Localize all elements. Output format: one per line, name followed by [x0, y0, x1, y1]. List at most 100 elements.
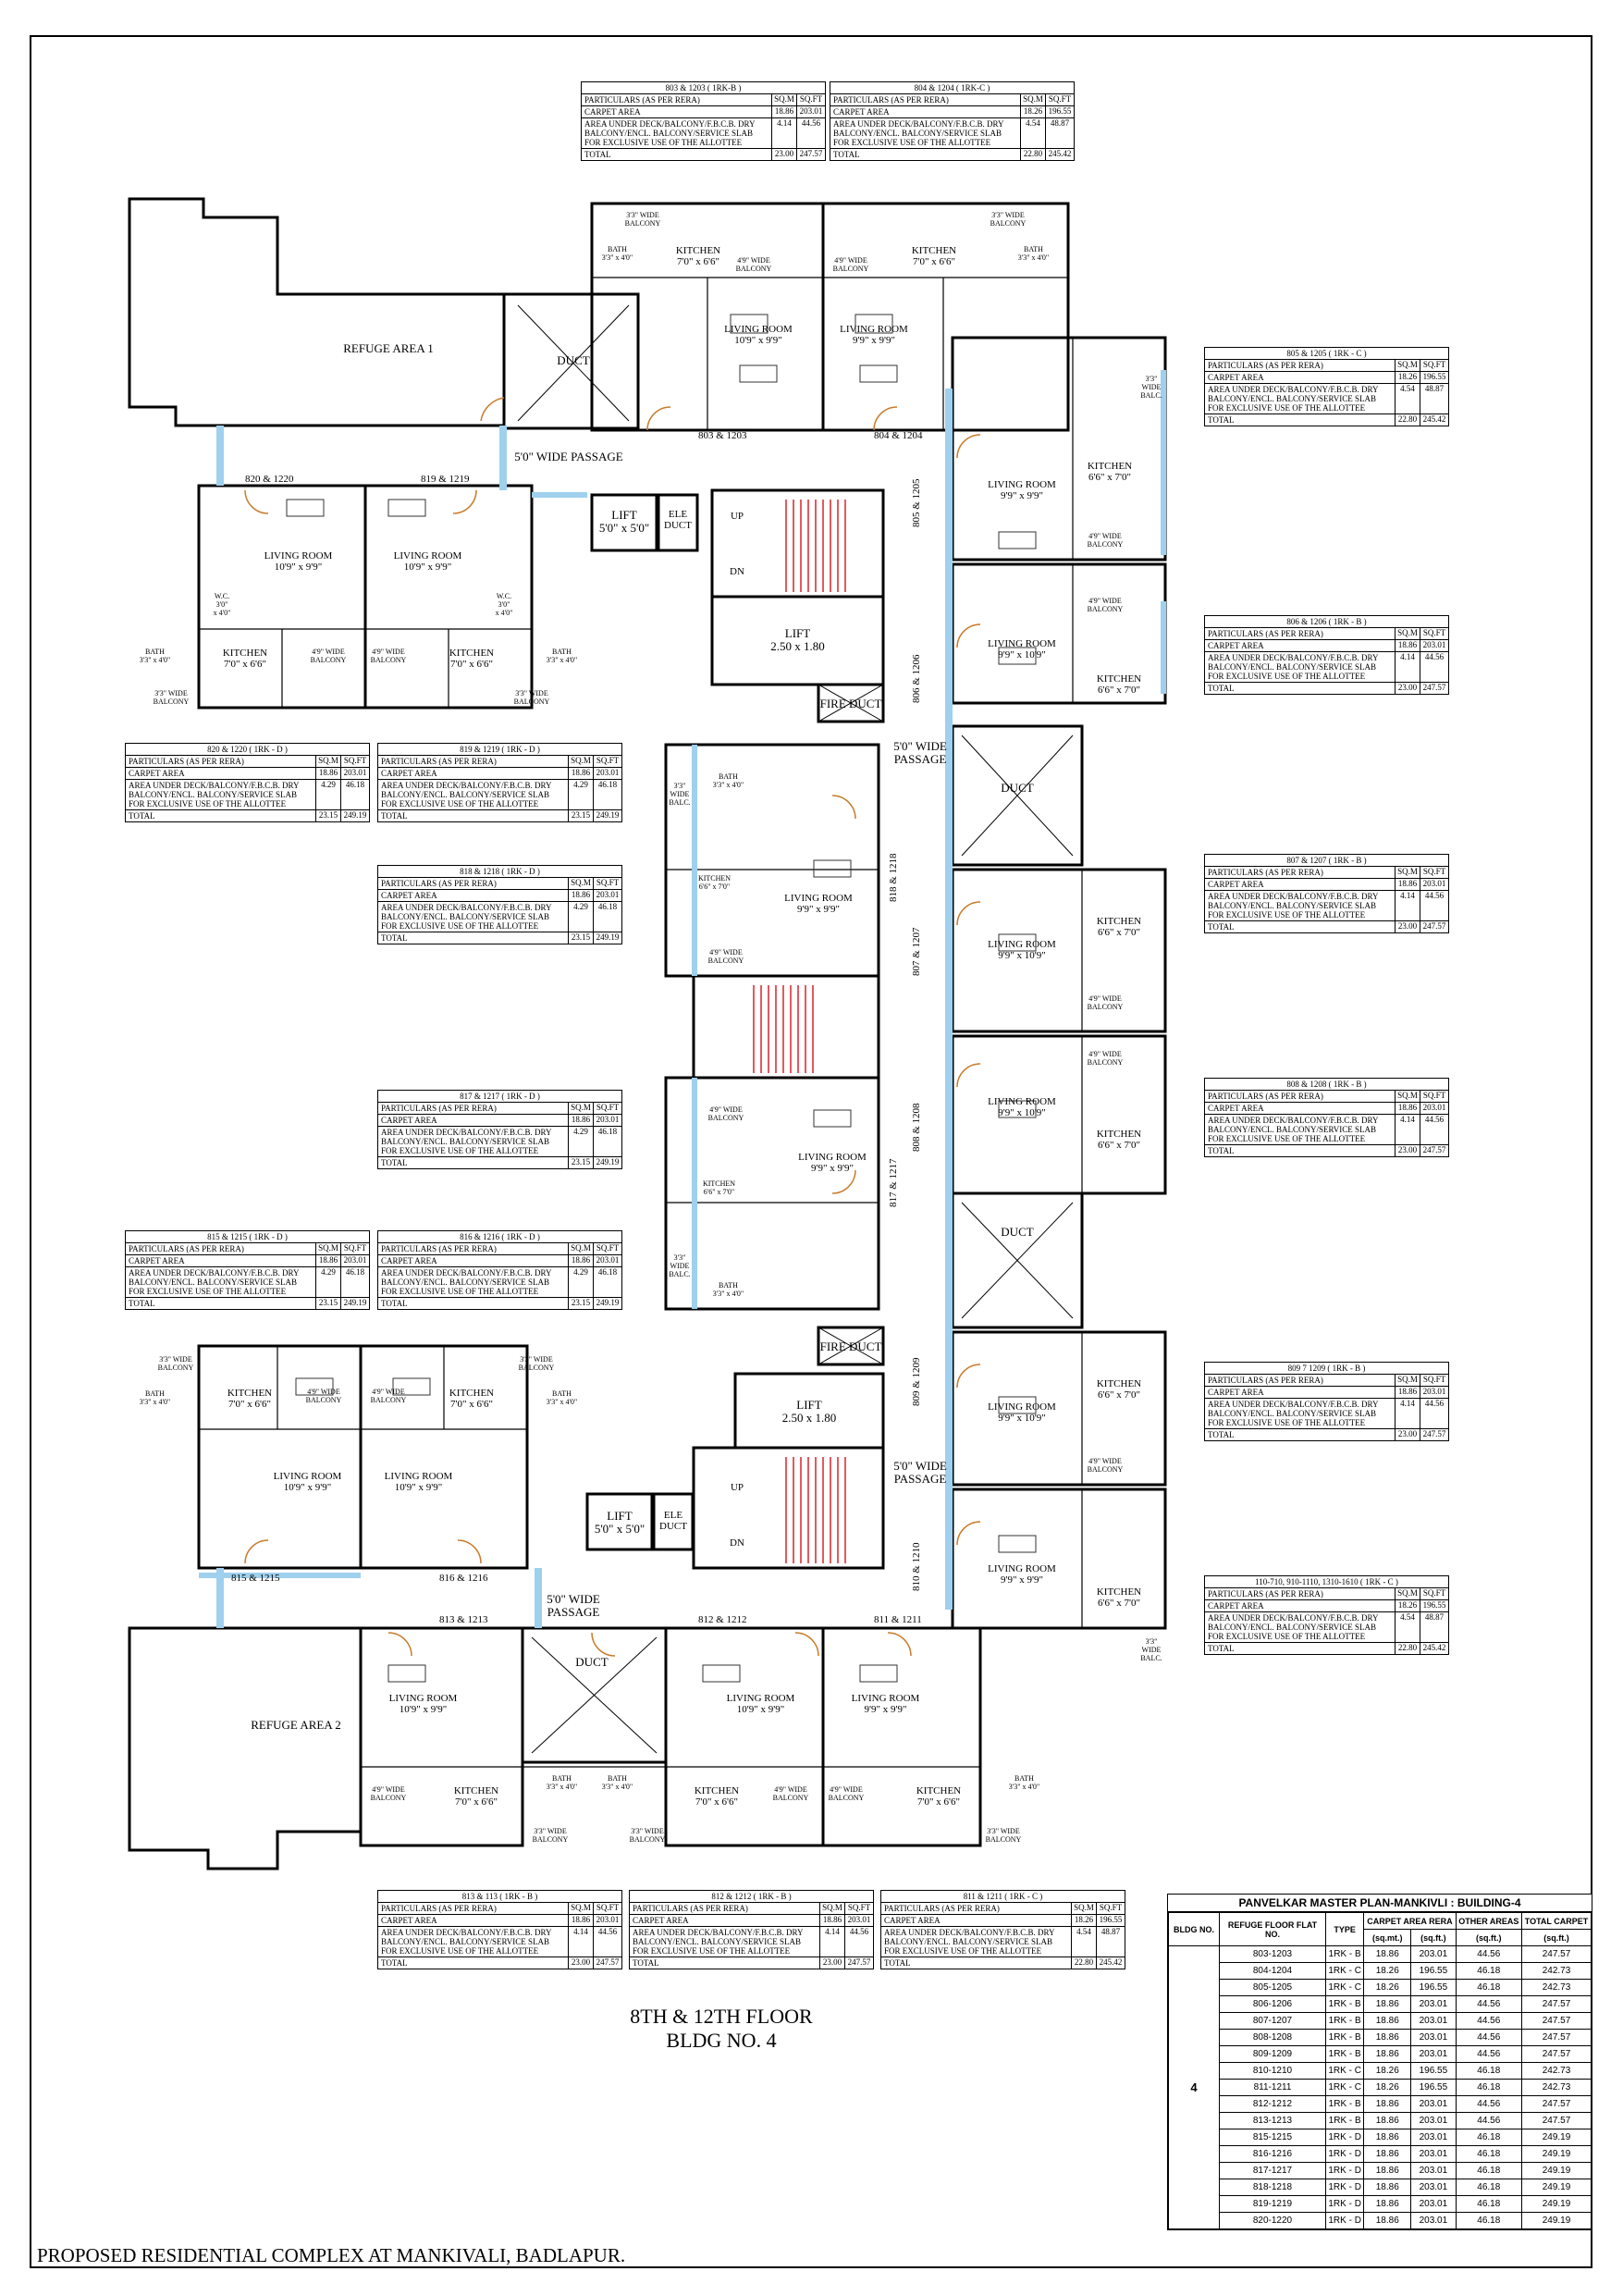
flat-table-other-row: AREA UNDER DECK/BALCONY/F.B.C.B. DRY BAL… — [1205, 652, 1448, 683]
summary-cell: 18.86 — [1363, 2179, 1412, 2196]
flat-tag-808: 808 & 1208 — [911, 1103, 922, 1152]
room-kitchen-805: KITCHEN 6'6" x 7'0" — [1087, 461, 1133, 483]
passage-top-label: 5'0" WIDE PASSAGE — [514, 450, 623, 463]
room-balcony-803: 4'9" WIDE BALCONY — [735, 256, 772, 273]
summary-cell: 249.19 — [1521, 2145, 1592, 2163]
flat-table-sqft: 44.56 — [801, 118, 821, 128]
flat-table-label: TOTAL — [126, 1298, 316, 1309]
flat-table-sqft: 249.19 — [596, 932, 620, 942]
flat-table-sqm: SQ.M — [820, 1903, 845, 1914]
summary-cell: 812-1212 — [1219, 2095, 1326, 2113]
summary-cell: 18.86 — [1363, 1995, 1412, 2013]
flat-table-sqm: 23.00 — [1396, 921, 1420, 932]
flat-table-label: PARTICULARS (AS PER RERA) — [1205, 1091, 1396, 1102]
flat-table-other-row: AREA UNDER DECK/BALCONY/F.B.C.B. DRY BAL… — [378, 902, 621, 932]
flat-area-table: 807 & 1207 ( 1RK - B )PARTICULARS (AS PE… — [1204, 854, 1449, 933]
flat-table-label: AREA UNDER DECK/BALCONY/F.B.C.B. DRY BAL… — [378, 780, 569, 809]
flat-table-sqft: 203.01 — [596, 1115, 620, 1124]
flat-table-label: TOTAL — [378, 1157, 569, 1168]
flat-table-label: CARPET AREA — [1205, 640, 1396, 651]
summary-cell: 18.86 — [1363, 1945, 1412, 1963]
flat-table-sqm: SQ.M — [1396, 1588, 1420, 1599]
flat-tag-811: 811 & 1211 — [874, 1614, 922, 1625]
flat-table-sqft: 203.01 — [596, 768, 620, 777]
flat-table-label: CARPET AREA — [126, 768, 316, 779]
flat-table-label: PARTICULARS (AS PER RERA) — [126, 1243, 316, 1254]
fire-duct-bottom-label: FIRE DUCT — [819, 1339, 882, 1353]
flat-area-table: 816 & 1216 ( 1RK - D )PARTICULARS (AS PE… — [377, 1230, 622, 1310]
room-balcony-804: 4'9" WIDE BALCONY — [832, 256, 869, 273]
flat-table-sqft: 44.56 — [597, 1927, 618, 1936]
flat-table-title: 803 & 1203 ( 1RK-B ) — [582, 82, 825, 94]
flat-table-label: TOTAL — [378, 1957, 569, 1969]
drawing-border — [30, 35, 1592, 2268]
flat-area-table: 818 & 1218 ( 1RK - D )PARTICULARS (AS PE… — [377, 865, 622, 944]
flat-table-sqm: 23.15 — [569, 932, 594, 944]
flat-table-sqm: 4.54 — [1396, 384, 1420, 414]
flat-table-sqm: SQ.M — [1396, 867, 1420, 878]
summary-cell: 44.56 — [1455, 1945, 1523, 1963]
flat-tag-819: 819 & 1219 — [421, 474, 470, 485]
summary-col-bldg: BLDG NO. — [1168, 1912, 1220, 1946]
flat-table-label: TOTAL — [1205, 683, 1396, 694]
refuge-area-2-outline — [128, 1626, 363, 1870]
room-kitchen-808: KITCHEN 6'6" x 7'0" — [1096, 1129, 1142, 1151]
flat-table-other-row: AREA UNDER DECK/BALCONY/F.B.C.B. DRY BAL… — [378, 1267, 621, 1298]
ele-duct-bottom — [652, 1492, 695, 1551]
flat-table-sqm: SQ.M — [1396, 1091, 1420, 1102]
fire-duct-top-label: FIRE DUCT — [819, 697, 882, 710]
stair-top — [710, 488, 885, 599]
room-living-806: LIVING ROOM 9'9" x 10'9" — [988, 638, 1056, 660]
room-balcony33-815: 3'3" WIDE BALCONY — [157, 1355, 194, 1372]
flat-table-label: AREA UNDER DECK/BALCONY/F.B.C.B. DRY BAL… — [1205, 891, 1396, 920]
room-living-816: LIVING ROOM 10'9" x 9'9" — [384, 1471, 453, 1493]
room-living-803: LIVING ROOM 10'9" x 9'9" — [724, 324, 793, 346]
flat-table-sqft: 48.87 — [1424, 384, 1445, 393]
flat-table-other-row: AREA UNDER DECK/BALCONY/F.B.C.B. DRY BAL… — [378, 1127, 621, 1157]
flat-table-label: AREA UNDER DECK/BALCONY/F.B.C.B. DRY BAL… — [1205, 1612, 1396, 1642]
flat-table-label: CARPET AREA — [1205, 1387, 1396, 1398]
flat-table-sqft: 249.19 — [343, 1298, 367, 1307]
flat-tag-817: 817 & 1217 — [888, 1158, 899, 1207]
flat-table-title: 812 & 1212 ( 1RK - B ) — [630, 1891, 873, 1903]
flat-table-sqft: 249.19 — [596, 1298, 620, 1307]
summary-cell: 46.18 — [1455, 2062, 1523, 2080]
flat-table-sqft: 203.01 — [1422, 879, 1446, 888]
summary-cell: 196.55 — [1410, 2079, 1457, 2096]
summary-cell: 44.56 — [1455, 2029, 1523, 2046]
flat-table-other-row: AREA UNDER DECK/BALCONY/F.B.C.B. DRY BAL… — [630, 1927, 873, 1957]
lift-small-bottom — [585, 1492, 654, 1551]
summary-cell: 249.19 — [1521, 2129, 1592, 2146]
flat-table-sqm: 4.14 — [772, 118, 797, 148]
flat-table-sqft: 44.56 — [1424, 891, 1445, 900]
flat-811-block — [821, 1626, 982, 1847]
room-kitchen-819: KITCHEN 7'0" x 6'6" — [449, 648, 495, 670]
room-kitchen-818: KITCHEN 6'6" x 7'0" — [697, 874, 732, 891]
flat-table-label: AREA UNDER DECK/BALCONY/F.B.C.B. DRY BAL… — [1205, 1115, 1396, 1144]
drawing-title-floor: 8TH & 12TH FLOOR — [630, 2005, 813, 2028]
flat-table-sqft: 48.87 — [1424, 1612, 1445, 1622]
flat-table-sqft: 247.57 — [1422, 921, 1446, 931]
flat-table-sqm: 18.26 — [1396, 372, 1420, 383]
duct-right-2-label: DUCT — [1001, 1225, 1034, 1239]
flat-table-sqft: SQ.FT — [596, 1243, 620, 1253]
summary-cell: 18.26 — [1363, 2079, 1412, 2096]
flat-table-sqm: 18.86 — [1396, 879, 1420, 890]
